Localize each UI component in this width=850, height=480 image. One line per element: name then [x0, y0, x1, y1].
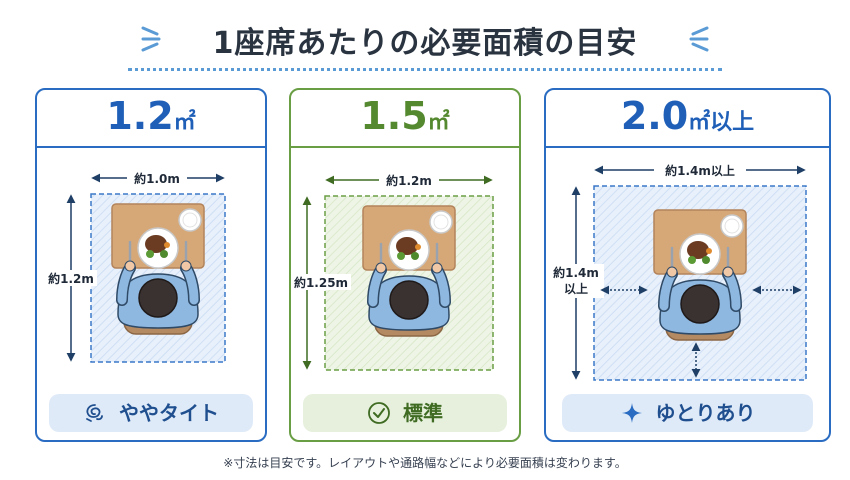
badge-label: ややタイト — [119, 401, 219, 425]
sparkle-icon — [621, 402, 642, 423]
title-underline — [128, 68, 722, 71]
size-label: 2.0㎡以上 — [546, 94, 829, 138]
badge-tight: ややタイト — [49, 394, 253, 432]
size-unit: ㎡ — [427, 110, 450, 135]
depth-label: 約1.25m — [294, 275, 348, 290]
check-circle-icon — [368, 401, 390, 424]
size-value: 2.0 — [620, 94, 689, 138]
width-label: 約1.4m以上 — [665, 163, 735, 178]
depth-label-bg — [47, 270, 97, 286]
depth-label-bg — [550, 264, 604, 298]
size-value: 1.2 — [106, 94, 174, 138]
card-1-5sqm: 1.5㎡ 約1.2m 約1.25m 標準 — [289, 88, 521, 442]
depth-label-bg — [293, 274, 351, 290]
page-title: 1座席あたりの必要面積の目安 — [212, 26, 638, 61]
seat-area-diagram: 約1.2m 約1.25m — [293, 172, 494, 371]
card-header: 1.5㎡ — [291, 90, 519, 148]
size-unit: ㎡ — [173, 110, 196, 135]
badge-label: ゆとりあり — [655, 401, 756, 425]
card-header: 2.0㎡以上 — [546, 90, 829, 148]
tangle-icon — [86, 403, 103, 422]
size-label: 1.2㎡ — [37, 94, 265, 138]
badge-label: 標準 — [403, 401, 443, 425]
card-header: 1.2㎡ — [37, 90, 265, 148]
size-label: 1.5㎡ — [291, 94, 519, 138]
footnote: ※寸法は目安です。レイアウトや通路幅などにより必要面積は変わります。 — [223, 456, 627, 470]
width-label-bg — [379, 172, 439, 188]
depth-label-line-1: 約1.4m — [553, 265, 599, 280]
badge-standard: 標準 — [303, 394, 507, 432]
depth-label-line-2: 以上 — [564, 281, 588, 296]
width-label-bg — [654, 162, 746, 178]
width-label-bg — [127, 170, 187, 186]
seat-area-diagram: 約1.4m以上 約1.4m 以上 — [550, 162, 807, 381]
card-2-0sqm: 2.0㎡以上 約1.4m以上 約1.4m 以上 ゆとりあり — [544, 88, 831, 442]
size-unit: ㎡以上 — [688, 110, 755, 135]
width-label: 約1.0m — [134, 171, 180, 186]
width-label: 約1.2m — [386, 173, 432, 188]
title-right-deco-icon — [689, 26, 709, 52]
depth-label: 約1.2m — [48, 271, 94, 286]
title-left-deco-icon — [141, 26, 161, 52]
title-area: 1座席あたりの必要面積の目安 — [0, 14, 850, 71]
card-1-2sqm: 1.2㎡ 約1.0m 約1.2m ややタイト — [35, 88, 267, 442]
badge-roomy: ゆとりあり — [562, 394, 813, 432]
seat-area-diagram: 約1.0m 約1.2m — [47, 170, 226, 363]
size-value: 1.5 — [360, 94, 428, 138]
